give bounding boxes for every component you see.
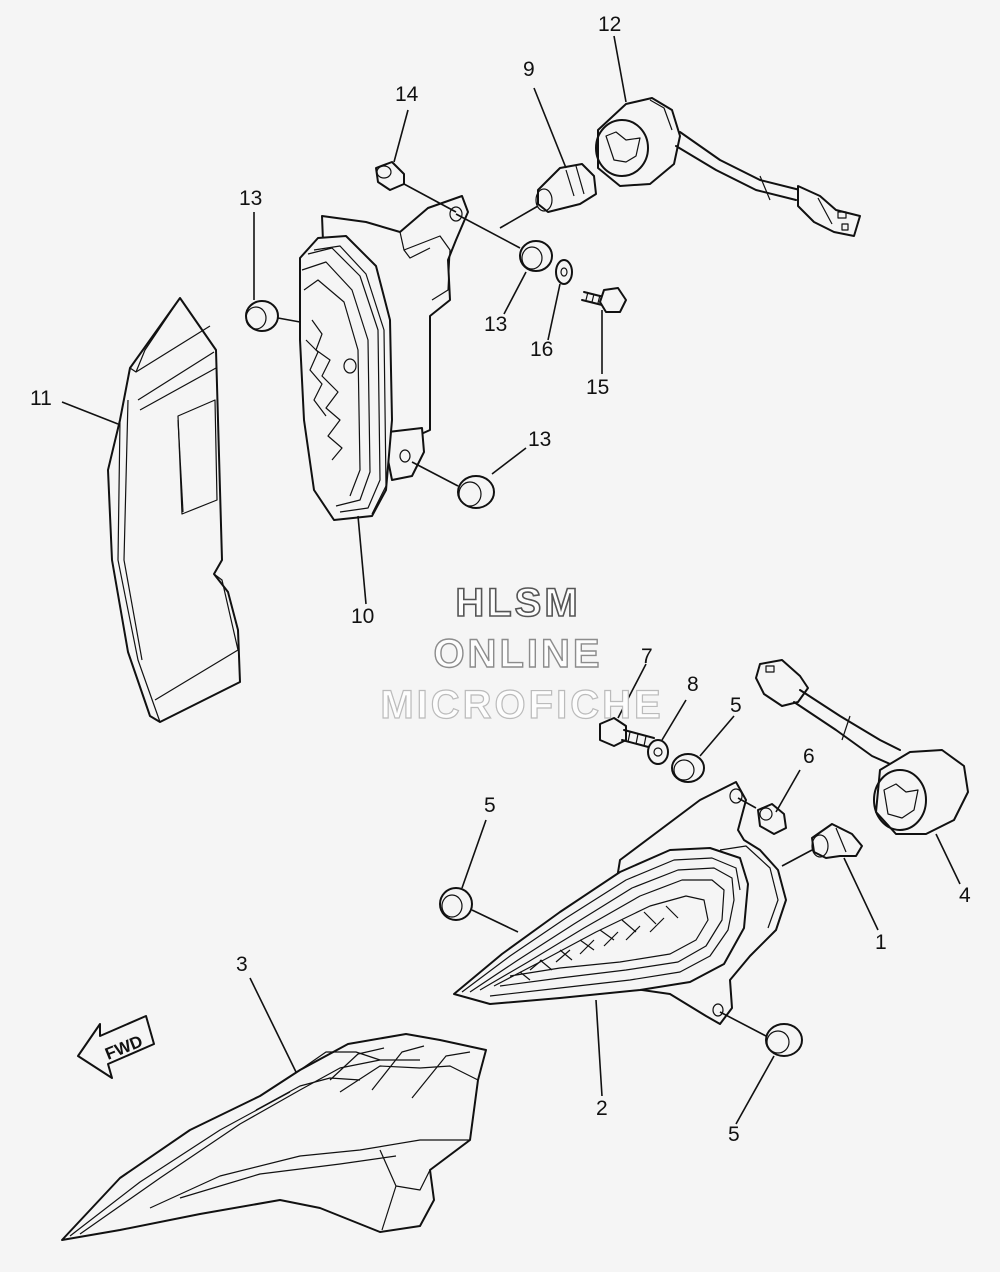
callout-13-left: 13 bbox=[239, 187, 262, 210]
callout-numbers: 12 9 14 13 13 16 15 13 11 10 7 8 5 6 4 1… bbox=[30, 13, 971, 1146]
part-15-bolt[interactable] bbox=[581, 287, 627, 313]
watermark-line-1: HLSM bbox=[455, 581, 580, 625]
part-12-socket-harness[interactable] bbox=[595, 97, 861, 237]
callout-12: 12 bbox=[598, 13, 621, 36]
part-4-socket-harness[interactable] bbox=[755, 659, 969, 835]
callout-10: 10 bbox=[351, 605, 374, 628]
watermark: HLSM ONLINE MICROFICHE bbox=[380, 580, 663, 727]
part-11-side-cover[interactable] bbox=[107, 297, 241, 723]
part-3-front-cover[interactable] bbox=[61, 1033, 487, 1241]
callout-7: 7 bbox=[641, 645, 653, 668]
part-5-grommet-lower[interactable] bbox=[765, 1023, 803, 1057]
callout-1: 1 bbox=[875, 931, 887, 954]
part-1-bulb[interactable] bbox=[811, 823, 863, 859]
callout-4: 4 bbox=[959, 884, 971, 907]
watermark-line-3: MICROFICHE bbox=[380, 683, 663, 727]
part-5-grommet-upper[interactable] bbox=[671, 753, 705, 783]
part-6-collar[interactable] bbox=[757, 803, 787, 835]
callout-5-lower: 5 bbox=[728, 1123, 740, 1146]
part-2-front-lens-housing[interactable] bbox=[453, 781, 787, 1025]
callout-5-left: 5 bbox=[484, 794, 496, 817]
watermark-line-2: ONLINE bbox=[433, 632, 602, 676]
callout-2: 2 bbox=[596, 1097, 608, 1120]
callout-5-upper: 5 bbox=[730, 694, 742, 717]
callout-15: 15 bbox=[586, 376, 609, 399]
part-13-grommet-left[interactable] bbox=[245, 300, 279, 332]
callout-13-lower: 13 bbox=[528, 428, 551, 451]
part-13-grommet-upper-right[interactable] bbox=[519, 240, 553, 272]
callout-11: 11 bbox=[30, 387, 52, 410]
part-8-washer[interactable] bbox=[647, 739, 669, 765]
callout-14: 14 bbox=[395, 83, 419, 106]
callout-9: 9 bbox=[523, 58, 535, 81]
callout-8: 8 bbox=[687, 673, 699, 696]
callout-16: 16 bbox=[530, 338, 553, 361]
part-9-bulb[interactable] bbox=[535, 163, 597, 213]
part-5-grommet-left[interactable] bbox=[439, 887, 473, 921]
callout-3: 3 bbox=[236, 953, 248, 976]
part-10-lens-housing[interactable] bbox=[299, 195, 469, 521]
callout-13-upper: 13 bbox=[484, 313, 507, 336]
part-7-screw[interactable] bbox=[599, 717, 655, 749]
assembly-guide-lines bbox=[277, 183, 813, 1037]
part-16-washer[interactable] bbox=[555, 259, 573, 285]
part-13-grommet-lower[interactable] bbox=[457, 475, 495, 509]
callout-leaders bbox=[61, 35, 961, 1125]
callout-6: 6 bbox=[803, 745, 815, 768]
